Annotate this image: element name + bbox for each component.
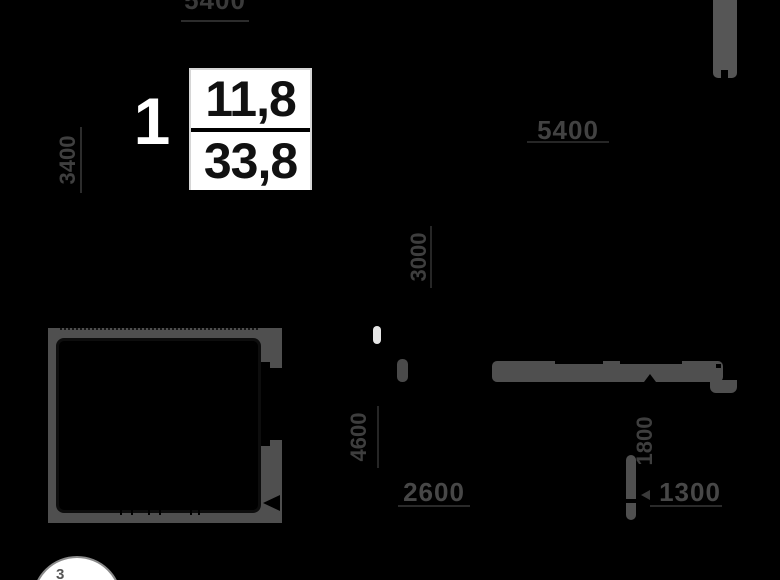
- door-jamb-top: [258, 362, 270, 368]
- dim-center-upper: 3000: [406, 232, 431, 282]
- wall-top: [48, 328, 282, 341]
- wall-right-upper: [258, 328, 282, 368]
- wall-notch: [721, 70, 728, 78]
- door-jamb-bottom: [258, 440, 270, 446]
- area-box: 11,8 33,8: [189, 68, 312, 190]
- wall-stub-white: [373, 326, 381, 344]
- window-tick: [190, 510, 192, 515]
- window-tick: [159, 510, 161, 515]
- dim-bottom-right-line: [650, 505, 722, 507]
- wall-stub-gray: [397, 359, 408, 382]
- wall-top-right: [713, 0, 737, 78]
- wall-left: [48, 328, 59, 523]
- dim-bottom-right: 1300: [659, 477, 721, 507]
- bar-notch: [626, 499, 636, 503]
- dim-left-line: [80, 127, 82, 193]
- dim-bottom-left-line: [398, 505, 470, 507]
- dim-center-lower-line: [377, 406, 379, 468]
- unit-number: 1: [133, 84, 171, 158]
- area-living-value: 11,8: [191, 70, 310, 132]
- wall-bottom: [48, 510, 282, 523]
- dim-top: 5400: [184, 0, 246, 15]
- wall-horizontal-bar: [492, 361, 723, 382]
- window-lintel-mark: [555, 361, 603, 364]
- floor-badge: 3: [32, 556, 122, 580]
- dim-top-line: [181, 20, 249, 22]
- dim-right: 1800: [632, 416, 657, 466]
- dim-center-upper-line: [430, 226, 432, 288]
- room-inner-outline: [56, 338, 261, 513]
- area-total-value: 33,8: [191, 132, 310, 190]
- window-tick: [198, 510, 200, 515]
- dim-left: 3400: [55, 135, 80, 185]
- entry-arrow-icon: [263, 495, 280, 511]
- door-swing-mark-icon: [644, 374, 656, 382]
- dim-bottom-left: 2600: [403, 477, 465, 507]
- wall-horizontal-bar-extension: [710, 380, 737, 393]
- wall-notch: [716, 364, 721, 368]
- dim-right-bar: [626, 455, 636, 520]
- window-tick: [131, 510, 133, 515]
- window-tick: [120, 510, 122, 515]
- dim-arrow-icon: [641, 490, 650, 500]
- window-tick: [148, 510, 150, 515]
- window-lintel-mark: [620, 361, 682, 364]
- dim-center-lower: 4600: [346, 412, 371, 462]
- dim-center-right: 5400: [537, 115, 599, 145]
- floor-badge-label: 3: [56, 566, 65, 580]
- dim-center-right-line: [527, 141, 609, 143]
